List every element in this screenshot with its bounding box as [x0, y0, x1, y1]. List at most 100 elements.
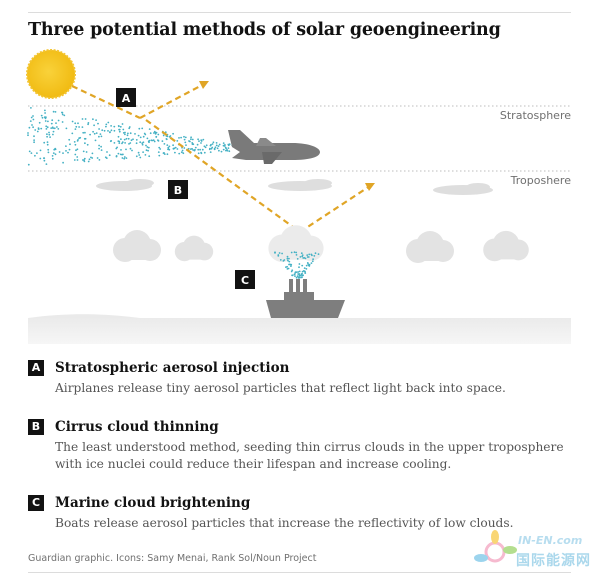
aerosol-particle [121, 157, 124, 159]
aerosol-particle [104, 156, 107, 159]
watermark-logo: IN-EN.com 国际能源网 [472, 528, 602, 576]
aerosol-particle [33, 141, 35, 144]
aerosol-particle [118, 128, 120, 131]
aerosol-particle [99, 133, 102, 136]
aerosol-particle [310, 262, 313, 264]
aerosol-particle [149, 132, 152, 135]
cloud-icon [113, 230, 161, 262]
aerosol-particle [52, 152, 55, 155]
aerosol-particle [209, 147, 211, 150]
aerosol-particle [285, 266, 287, 268]
aerosol-particle [97, 122, 99, 125]
top-rule [28, 12, 571, 13]
aerosol-particle [288, 257, 290, 260]
aerosol-particle [81, 118, 84, 120]
aerosol-particle [215, 144, 218, 147]
aerosol-particle [40, 114, 43, 117]
aerosol-particle [135, 139, 138, 141]
aerosol-particle [222, 148, 225, 151]
aerosol-particle [294, 272, 297, 274]
aerosol-particle [162, 134, 165, 137]
aerosol-particle [76, 156, 79, 158]
sunlight-ray-a [71, 81, 209, 119]
aerosol-particle [294, 275, 296, 277]
aerosol-particle [127, 137, 130, 140]
method-b-badge: B [28, 419, 44, 435]
watermark-top-text: IN-EN.com [518, 534, 583, 547]
aerosol-particle [209, 151, 212, 154]
aerosol-particle [118, 125, 120, 128]
aerosol-particle [71, 132, 74, 135]
aerosol-particle [183, 138, 186, 141]
aerosol-particle [150, 139, 153, 142]
aerosol-particle [141, 143, 144, 146]
aerosol-particle [76, 148, 79, 151]
legend-method-b: B Cirrus cloud thinning The least unders… [28, 419, 588, 473]
aerosol-particle [51, 157, 54, 160]
aerosol-particle [65, 127, 68, 130]
aerosol-particle [105, 125, 107, 128]
aerosol-particle [189, 140, 191, 143]
aerosol-particle [122, 132, 125, 134]
aerosol-particle [61, 111, 64, 114]
aerosol-particle [192, 149, 195, 151]
aerosol-particle [129, 147, 132, 150]
aerosol-particle [81, 126, 84, 128]
aerosol-particle [71, 120, 74, 123]
aerosol-particle [152, 139, 155, 142]
aerosol-particle [299, 256, 302, 258]
aerosol-particle [28, 126, 31, 129]
aerosol-particle [45, 127, 48, 130]
aerosol-particle [290, 265, 292, 267]
aerosol-particle [57, 119, 60, 122]
aerosol-particle [303, 267, 306, 269]
aerosol-particle [110, 140, 113, 142]
aerosol-particle [47, 120, 49, 123]
aerosol-particle [143, 132, 146, 135]
aerosol-particle [216, 147, 219, 150]
aerosol-particle [43, 116, 46, 119]
aerosol-particle [197, 152, 200, 155]
aerosol-particle [148, 155, 151, 158]
aerosol-particle [157, 133, 160, 136]
aerosol-particle [63, 114, 66, 117]
aerosol-particle [87, 160, 90, 163]
aerosol-particle [287, 267, 290, 270]
aerosol-particle [131, 149, 133, 152]
aerosol-particle [300, 276, 302, 279]
aerosol-particle [305, 264, 308, 267]
aerosol-particle [173, 147, 176, 150]
aerosol-particle [44, 109, 46, 112]
aerosol-particle [148, 141, 150, 144]
aerosol-particle [198, 140, 200, 143]
aerosol-particle [176, 148, 179, 150]
aerosol-particle [180, 151, 183, 154]
aerosol-particle [115, 155, 118, 158]
aerosol-particle [141, 142, 144, 145]
aerosol-particle [300, 252, 303, 255]
aerosol-particle [142, 135, 145, 138]
aerosol-particle [27, 134, 29, 137]
aerosol-particle [142, 151, 145, 154]
aerosol-particle [76, 159, 79, 161]
aerosol-particle [113, 125, 116, 128]
aerosol-particle [298, 273, 301, 275]
aerosol-particle [100, 145, 102, 148]
cloud-icon [174, 235, 214, 262]
method-a-badge: A [28, 360, 44, 376]
aerosol-particle [168, 145, 171, 148]
aerosol-particle [293, 251, 296, 254]
aerosol-particle [288, 260, 291, 263]
aerosol-particle [212, 141, 215, 144]
aerosol-particle [46, 141, 49, 144]
troposphere-label: Troposhere [510, 174, 572, 187]
aerosol-particle [166, 153, 169, 156]
aerosol-particle [82, 150, 85, 153]
aerosol-particle [146, 146, 149, 148]
aerosol-particle [287, 259, 289, 262]
aerosol-particle [213, 148, 216, 151]
aerosol-particle [119, 153, 122, 156]
aerosol-particle [210, 147, 213, 150]
aerosol-particle [295, 254, 298, 256]
aerosol-particle [39, 157, 42, 160]
